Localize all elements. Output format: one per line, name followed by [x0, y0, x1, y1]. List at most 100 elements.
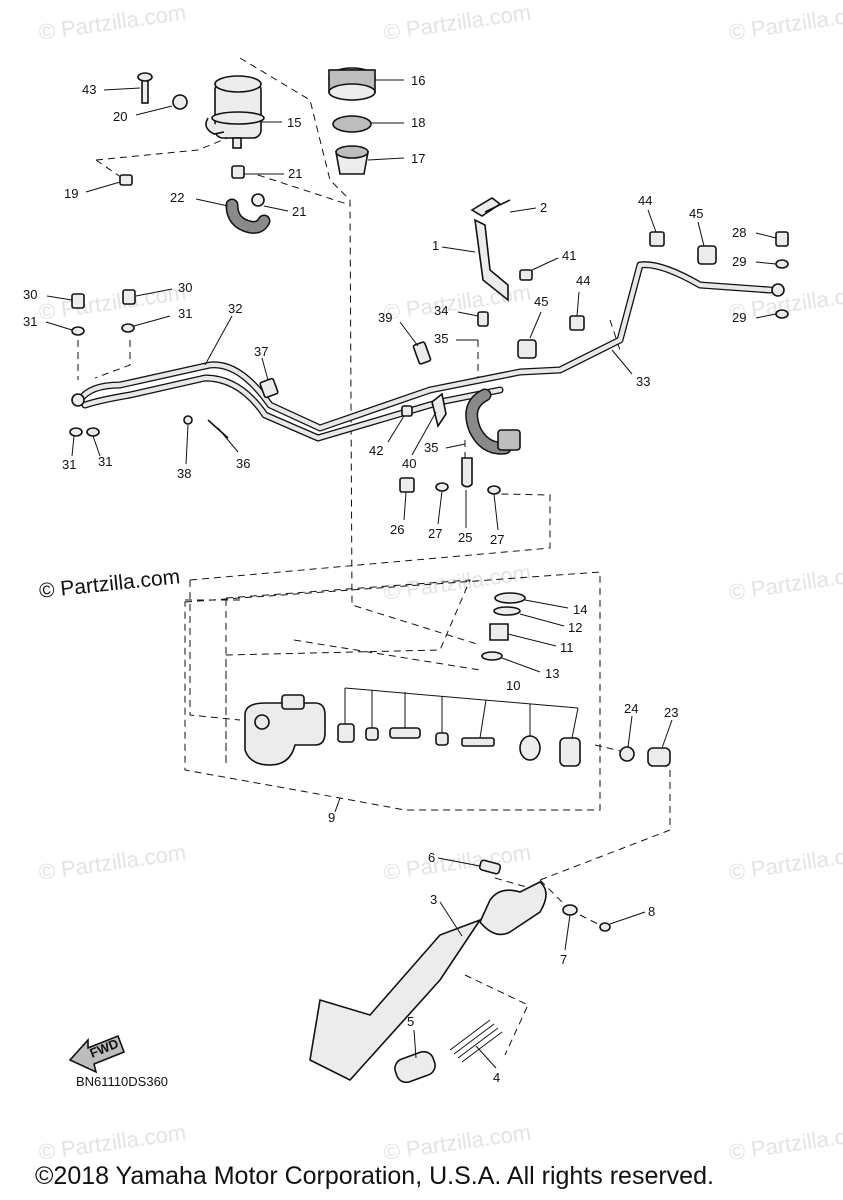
brake-pedal-3 [309, 918, 483, 1081]
callout-13: 13 [545, 666, 559, 681]
kit-spring [337, 723, 355, 743]
leader-line [334, 797, 341, 813]
callout-21: 21 [292, 204, 306, 219]
callout-27: 27 [490, 532, 504, 547]
hose-routing-line [95, 134, 236, 161]
pedal-pivot [479, 881, 547, 936]
leader-line [661, 719, 673, 749]
master-cylinder-group [244, 592, 671, 767]
callout-9: 9 [328, 810, 335, 825]
leader-line [204, 315, 233, 366]
callout-41: 41 [562, 248, 576, 263]
brake-hose-inner [466, 390, 510, 454]
assembly-outline-inner [225, 579, 471, 765]
leader-line [529, 311, 542, 339]
kit-piston [389, 727, 421, 739]
assembly-outline-9 [184, 571, 601, 811]
connector-line [539, 770, 671, 881]
gasket-31a [71, 326, 85, 336]
forward-arrow: FWD [68, 1034, 126, 1074]
screw-19 [119, 174, 133, 186]
leader-line [367, 157, 405, 161]
leader-line [647, 209, 657, 233]
copyright-notice: ©2018 Yamaha Motor Corporation, U.S.A. A… [35, 1162, 714, 1190]
watermark-text: © Partzilla.com [727, 1120, 843, 1165]
leader-line [564, 914, 571, 951]
pedal-cover-5 [394, 1050, 436, 1084]
pipe-clamp-36 [207, 419, 229, 439]
connector-line [609, 319, 621, 351]
nut-24 [619, 746, 635, 762]
bolt-42 [401, 405, 413, 417]
o-ring-12 [493, 606, 521, 616]
leader-line [531, 257, 559, 271]
callout-21: 21 [288, 166, 302, 181]
hose-joint-block [497, 429, 521, 451]
callout-31: 31 [98, 454, 112, 469]
brake-pipe-33-inner [77, 262, 773, 431]
kit-bracket-10 [344, 687, 579, 709]
callout-10: 10 [506, 678, 520, 693]
callout-14: 14 [573, 602, 587, 617]
watermark-text: © Partzilla.com [37, 0, 187, 45]
callout-11: 11 [560, 640, 574, 655]
leader-line [195, 198, 229, 207]
pipe-clamp-44a [649, 231, 665, 247]
callout-16: 16 [411, 73, 425, 88]
leader-line [576, 291, 580, 317]
leader-line [403, 491, 407, 521]
gasket-31d [86, 427, 100, 437]
leader-line [755, 261, 777, 265]
watermark-text: © Partzilla.com [37, 280, 187, 325]
kit-cup-secondary [435, 732, 449, 746]
callout-35: 35 [434, 331, 448, 346]
callout-6: 6 [428, 850, 435, 865]
brake-pipes [71, 261, 785, 455]
watermark-text: © Partzilla.com [727, 840, 843, 885]
gasket-27a [435, 482, 449, 492]
leader-line [413, 1029, 417, 1059]
leader-line [103, 87, 141, 91]
leader-line [437, 857, 481, 867]
callout-2: 2 [540, 200, 547, 215]
grommet-45a [697, 245, 717, 265]
connector-line [579, 914, 601, 926]
leader-line [627, 715, 633, 748]
callout-37: 37 [254, 344, 268, 359]
clip-40 [431, 392, 447, 428]
callout-31: 31 [178, 306, 192, 321]
callout-42: 42 [369, 443, 383, 458]
callout-labels: 43 20 19 15 16 18 17 21 21 22 1 2 41 44 … [23, 73, 746, 1085]
bolt-43-head [137, 72, 153, 82]
watermark-text: © Partzilla.com [727, 0, 843, 45]
callout-38: 38 [177, 466, 191, 481]
leader-line [697, 221, 705, 247]
leader-line [135, 105, 173, 116]
pipe-hardware [69, 197, 789, 495]
pipe-union-right [771, 283, 785, 297]
collar-20 [172, 94, 188, 110]
callout-40: 40 [402, 456, 416, 471]
bracket-1 [470, 197, 509, 302]
callout-4: 4 [493, 1070, 500, 1085]
callout-24: 24 [624, 701, 638, 716]
reservoir-flange [211, 111, 265, 125]
connector-line [494, 877, 531, 889]
clip-34 [477, 311, 489, 327]
circlip-14 [494, 592, 526, 604]
callout-22: 22 [170, 190, 184, 205]
brake-pipe-32-inner [82, 375, 503, 441]
leader-line [519, 613, 565, 627]
callout-8: 8 [648, 904, 655, 919]
reservoir-tank-top [214, 75, 262, 93]
master-cylinder-port [254, 714, 270, 730]
clevis-23 [647, 747, 671, 767]
leader-line [441, 246, 476, 253]
union-bolt-25 [461, 457, 473, 488]
gasket-27b [487, 485, 501, 495]
watermark-text: © Partzilla.com [37, 1120, 187, 1165]
callout-35: 35 [424, 440, 438, 455]
hose-routing-line [257, 174, 351, 206]
leader-line [387, 415, 405, 443]
watermark-text: © Partzilla.com [382, 840, 532, 885]
